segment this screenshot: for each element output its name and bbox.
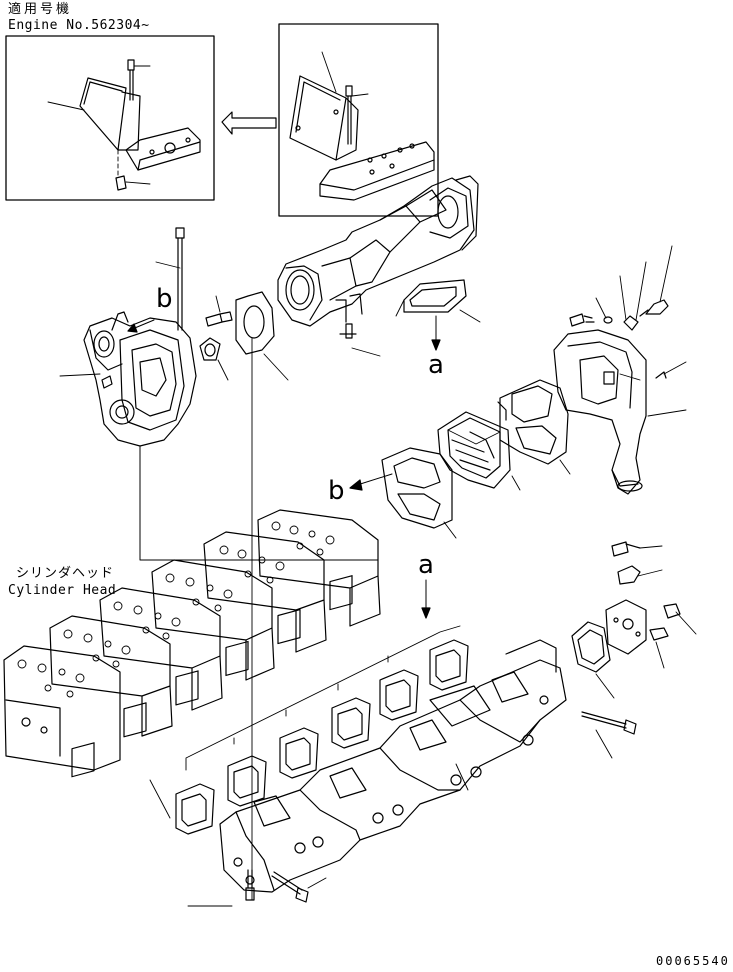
callout-b-upper: b <box>156 284 174 314</box>
manifold-gaskets <box>149 625 469 835</box>
callout-b-lower: b <box>328 476 346 506</box>
gasket-upper <box>499 379 571 475</box>
cylinder-head-label-jp: シリンダヘッド <box>16 566 115 581</box>
cylinder-head-label-en: Cylinder Head <box>8 583 117 598</box>
inset-box-serial <box>5 35 215 201</box>
elbow-pipe <box>553 245 687 495</box>
heat-insulator <box>437 401 521 491</box>
transfer-arrow <box>221 111 277 135</box>
callout-a-lower: a <box>418 550 435 580</box>
bottom-bolts <box>187 869 327 907</box>
arrow-b <box>349 473 393 491</box>
applicable-serial-label-jp: 適用号機 <box>8 2 73 17</box>
flange-and-sensor <box>571 541 697 759</box>
gasket-lower <box>381 447 457 539</box>
callout-a-upper: a <box>428 350 445 380</box>
exhaust-pipe-assembly <box>277 175 481 357</box>
arrow-a-upper <box>431 315 441 351</box>
arrow-a-lower <box>421 579 431 619</box>
turbo-gasket <box>235 291 289 381</box>
engine-serial-number: Engine No.562304~ <box>8 18 150 33</box>
cylinder-heads <box>3 509 381 778</box>
exhaust-manifold <box>219 639 567 893</box>
inset-box-standard <box>278 23 439 217</box>
turbocharger <box>59 227 379 561</box>
drawing-number: 00065540 <box>656 954 730 968</box>
